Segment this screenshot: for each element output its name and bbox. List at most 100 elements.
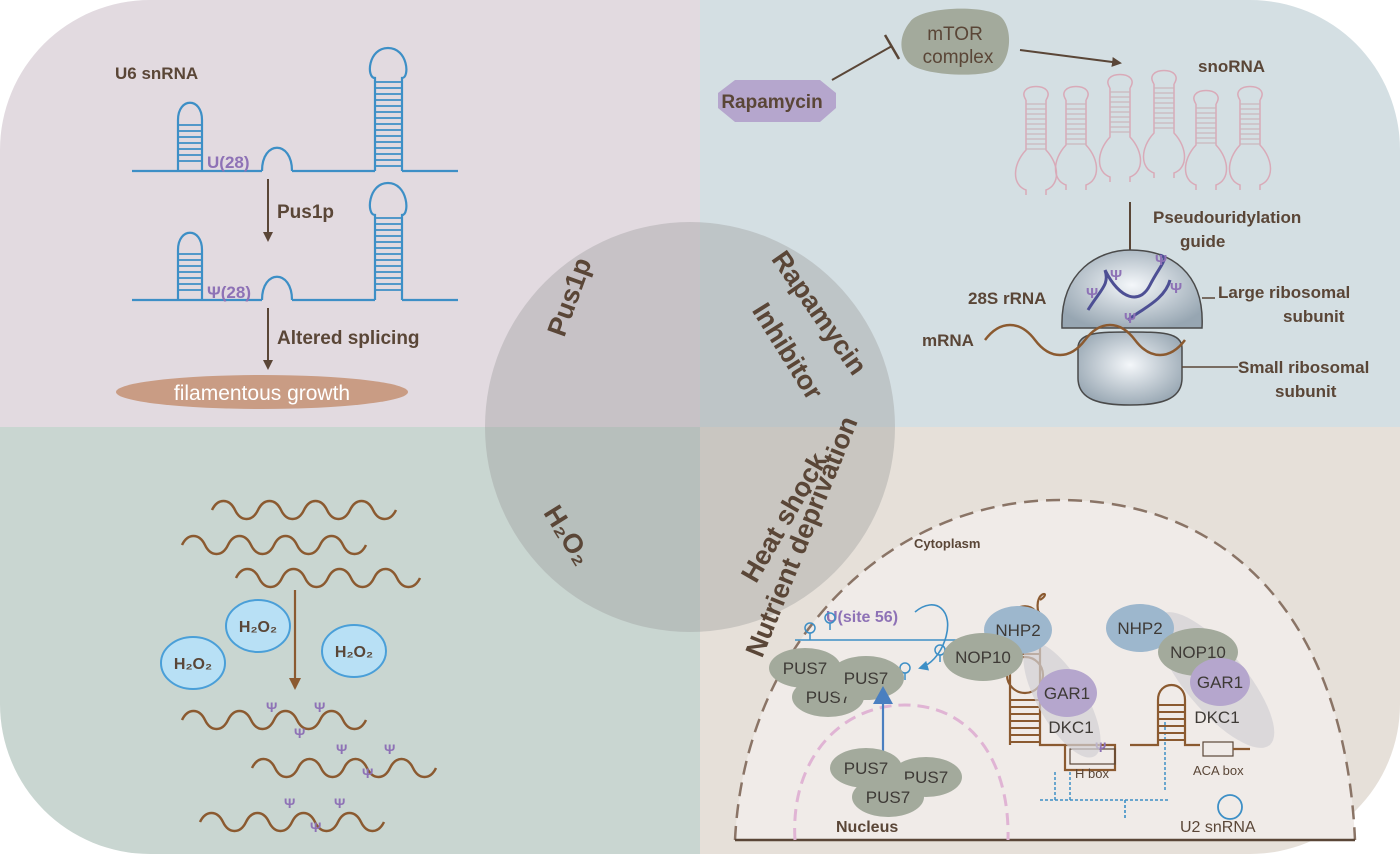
mrna-strand [984, 323, 1186, 357]
snrna-small-structures [795, 612, 1166, 800]
mrna-waves-after [180, 709, 438, 833]
snorna-arm-left [1014, 100, 1027, 195]
nop10-protein-label: NOP10 [955, 648, 1011, 667]
altered-splicing-label: Altered splicing [277, 328, 420, 349]
pus7-protein-label: PUS7 [904, 768, 948, 787]
pus7-protein-label: PUS7 [844, 669, 888, 688]
psi-mark: Ψ [314, 699, 325, 715]
gar1-protein-2-label: GAR1 [1197, 673, 1243, 692]
small-label-line1: Small ribosomal [1238, 358, 1369, 377]
small-ribosomal-subunit [1077, 331, 1183, 406]
pus1p-label: Pus1p [277, 202, 334, 223]
nhp2-protein-2-label: NHP2 [1117, 619, 1162, 638]
snorna-loop [1063, 85, 1089, 101]
u6-snrna-panel: U6 snRNA U(28) Pus1p Ψ(28) Altered splic… [115, 46, 458, 409]
psi-mark: Ψ [336, 741, 347, 757]
snorna-loop [1193, 89, 1219, 105]
nucleus-label: Nucleus [836, 819, 898, 836]
small-label-line2: subunit [1275, 382, 1337, 401]
nhp2-protein-2 [1106, 604, 1174, 652]
psi-mark: Ψ [294, 725, 305, 741]
u6-snrna-label: U6 snRNA [115, 64, 198, 83]
nop10-protein [943, 633, 1023, 681]
rrna-strand-2 [1127, 279, 1172, 322]
mrna-wave [210, 499, 398, 521]
snorna-arm-left [1098, 88, 1111, 182]
snorna-loop [1151, 69, 1177, 85]
psi-mark: Ψ [362, 765, 373, 781]
pus7-protein [852, 777, 924, 817]
rrna-label: 28S rRNA [968, 289, 1046, 308]
filamentous-growth-label: filamentous growth [174, 382, 350, 405]
pus7-protein [828, 656, 904, 700]
u6-stem-rungs-1 [178, 81, 402, 167]
nucleus-boundary [793, 703, 1010, 841]
pus7-export-arrowhead [873, 686, 893, 704]
mrna-wave [234, 567, 422, 589]
snrna-branch [1054, 720, 1166, 800]
psi-ribo-1: Ψ [1086, 285, 1098, 302]
pus7-protein-label: PUS7 [844, 759, 888, 778]
u2-snrna-label: U2 snRNA [1180, 819, 1256, 836]
mrna-wave [180, 709, 368, 731]
mrna-wave [198, 811, 386, 833]
psi-ribo-2: Ψ [1110, 267, 1122, 284]
psi-mark: Ψ [334, 795, 345, 811]
psi-ribo-3: Ψ [1155, 252, 1167, 269]
mrna-wave [180, 534, 368, 556]
cytoplasm-label: Cytoplasm [914, 536, 980, 551]
snorna-arm-left [1184, 104, 1197, 190]
snorna-arm-left [1228, 100, 1241, 190]
snorna-loop [1107, 73, 1133, 89]
psi-hbox: Ψ [1095, 739, 1106, 755]
gar1-protein-2 [1190, 658, 1250, 706]
pseudo-label-line1: Pseudouridylation [1153, 208, 1301, 227]
u6-rna-strand-before [132, 46, 458, 173]
h2o2-label-1: H₂O₂ [239, 619, 277, 636]
h2o2-bubble-3 [321, 624, 387, 678]
snorna-label: snoRNA [1198, 57, 1265, 76]
pseudo-label-line2: guide [1180, 232, 1225, 251]
psi-ribo-4: Ψ [1170, 280, 1182, 297]
filamentous-growth-ellipse [116, 375, 408, 409]
mrna-wave [250, 757, 438, 779]
nhp2-protein-label: NHP2 [995, 621, 1040, 640]
snorna-loop [1237, 85, 1263, 101]
u2-loop [1217, 794, 1243, 820]
snorna-arm-right [1085, 100, 1098, 190]
u2-snrna-strand [1040, 799, 1170, 820]
snorna-arm-right [1259, 100, 1272, 190]
rapamycin-inhibit-line [831, 45, 893, 81]
snorna-arm-left [1054, 100, 1067, 190]
psi28-label: Ψ(28) [207, 283, 251, 302]
psi-mark: Ψ [310, 819, 321, 835]
h2o2-label-2: H₂O₂ [174, 656, 212, 673]
mtor-complex-blob [901, 8, 1010, 75]
acabox-label: ACA box [1193, 763, 1244, 778]
snorna-loop [1023, 85, 1049, 101]
rapamycin-label: Rapamycin [721, 92, 822, 113]
psi-mark: Ψ [284, 795, 295, 811]
inhibit-bar [883, 34, 901, 60]
quadrant-top-left [0, 0, 700, 427]
u6-stem-rungs-2 [178, 217, 402, 291]
pus7-protein-label: PUS7 [866, 788, 910, 807]
dkc1-protein-label: DKC1 [1048, 718, 1093, 737]
rapamycin-panel: Rapamycin mTOR complex snoRNA Pseudourid… [718, 8, 1369, 406]
mrna-waves-before [180, 499, 422, 589]
u28-label: U(28) [207, 153, 250, 172]
psi-mark: Ψ [266, 699, 277, 715]
quadrant-top-right [700, 0, 1400, 427]
mtor-to-snorna-arrow [1019, 49, 1122, 67]
u6-rna-strand-after [132, 181, 458, 302]
large-label-line1: Large ribosomal [1218, 283, 1350, 302]
snorna-group [1014, 69, 1272, 195]
pus7-panel: Cytoplasm Nucleus U(site 56) PUS7PUS7PUS… [733, 498, 1357, 842]
usite-label: U(site 56) [826, 609, 898, 626]
